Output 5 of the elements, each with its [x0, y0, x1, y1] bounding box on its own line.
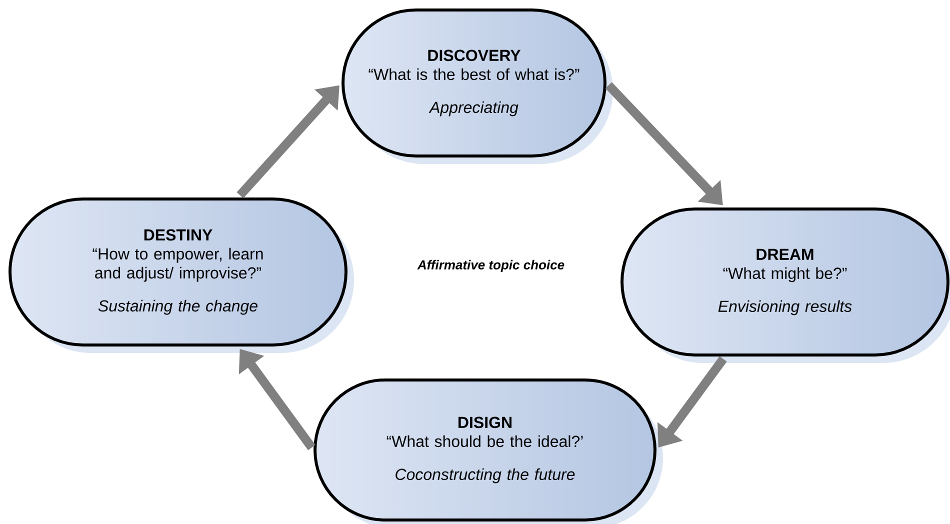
center-label: Affirmative topic choice — [417, 260, 564, 272]
stage-box: DISCOVERY “What is the best of what is?” Appreciating — [342, 8, 613, 164]
stage-box: DISIGN “What should be the ideal?’ Coconstructing the future — [314, 378, 663, 524]
stage-box: DESTINY “How to empower, learn and adjust/ improvise?” Sustaining the change — [8, 198, 354, 353]
stage-box: DREAM “What might be?” Envisioning results — [620, 208, 950, 363]
